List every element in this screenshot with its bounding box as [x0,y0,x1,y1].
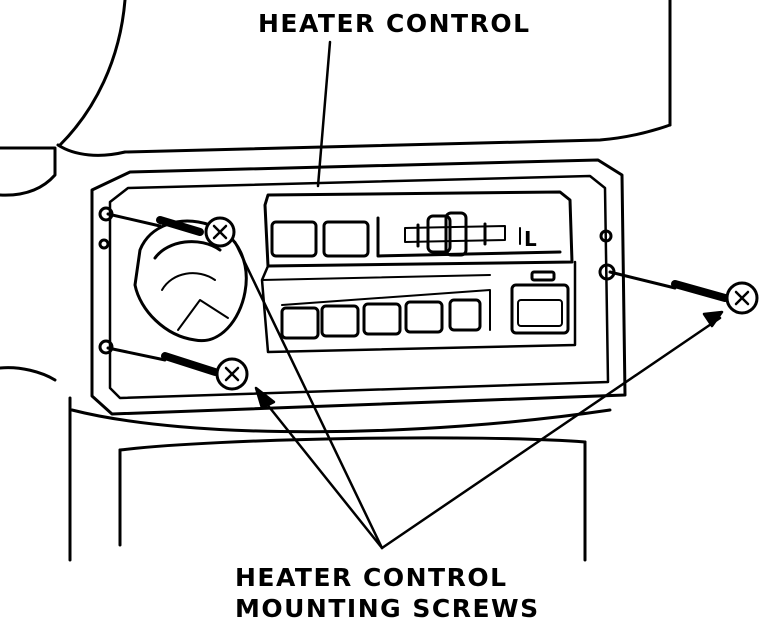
fan-button [510,283,570,335]
mounting-screws-label-line2: MOUNTING SCREWS [235,594,540,624]
arrowhead-lower-left [254,386,276,410]
heater-control-label: HEATER CONTROL [258,9,531,38]
heater-button-top-2 [322,220,370,258]
slider-knob-right [444,211,468,257]
arrowhead-right [702,310,724,328]
indicator-lamp [530,270,556,282]
lower-console-outline [68,396,612,562]
slider-knob-left [426,214,452,254]
leader-screw-right [380,316,722,550]
leader-screw-upper-left [233,240,384,550]
mounting-screw-lower-left [106,346,249,391]
mounting-screws-label-line1: HEATER CONTROL [235,563,508,592]
leader-lines [233,40,724,550]
heater-control-unit [260,190,577,354]
bezel-hole-left [98,238,110,250]
rotary-knob [133,219,248,343]
leader-screw-lower-left [260,396,384,550]
heater-button-top-1 [270,220,318,258]
bezel-screw-hole-upper-right [599,229,613,243]
bezel-screw-hole-lower-left [98,339,114,355]
control-bezel [90,158,627,416]
dashboard-upper-outline [0,0,672,382]
mounting-screw-right [608,270,759,315]
leader-heater-control [316,40,332,188]
temperature-slider [376,211,562,258]
mode-button-row [280,289,491,340]
mounting-screws-label: HEATER CONTROL MOUNTING SCREWS [235,562,540,625]
mounting-screw-upper-left [106,212,236,248]
